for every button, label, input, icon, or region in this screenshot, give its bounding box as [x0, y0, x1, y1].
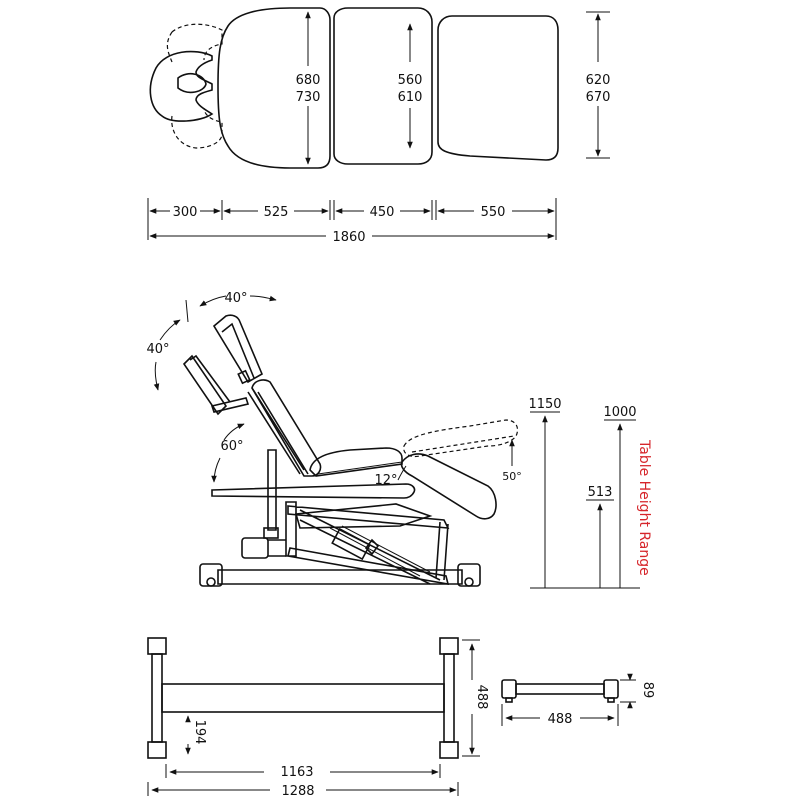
base-rail: [217, 569, 463, 585]
angle-seat: 12°: [374, 473, 397, 488]
backrest: [251, 379, 322, 477]
foot-height: 194: [192, 720, 207, 745]
angle-headrest-side: 40°: [146, 342, 169, 357]
table-height-range-label: Table Height Range: [636, 439, 652, 576]
height-min: 513: [588, 485, 613, 500]
length-headrest: 300: [173, 205, 198, 220]
face-cradle-alt: [166, 23, 223, 149]
base-depth: 488: [474, 685, 489, 710]
base-view: 488 194 1163 1288 89 488: [147, 637, 655, 799]
headrest-pad-tilted: [182, 354, 231, 416]
seat-section-height-alt: 610: [398, 90, 423, 105]
head-section-height-alt: 730: [296, 90, 321, 105]
inner-length: 1163: [280, 765, 313, 780]
armrest: [211, 483, 416, 499]
angle-headrest-top: 40°: [224, 291, 247, 306]
length-leg: 550: [481, 205, 506, 220]
face-cradle-opening: [177, 72, 207, 94]
end-width: 488: [548, 712, 573, 727]
headrest-pad: [212, 314, 264, 384]
side-view: 40° 40° 60° 12° 50°: [146, 291, 652, 589]
height-max: 1150: [528, 397, 561, 412]
angle-armrest: 60°: [220, 439, 243, 454]
seat: [309, 447, 403, 477]
top-view: 680 730 560 610 620 670 300 525 450 550: [147, 7, 611, 245]
length-total: 1860: [332, 230, 365, 245]
length-seat: 450: [370, 205, 395, 220]
leg-section: [437, 15, 559, 161]
head-section-height: 680: [296, 73, 321, 88]
face-cradle: [149, 50, 214, 122]
foot-section-height-alt: 670: [586, 90, 611, 105]
total-length: 1288: [281, 784, 314, 799]
height-top: 1000: [603, 405, 636, 420]
seat-section-height: 560: [398, 73, 423, 88]
leg-rest-raised: [403, 419, 519, 458]
leg-rest: [400, 453, 497, 520]
foot-section-height: 620: [586, 73, 611, 88]
seat-section: [333, 7, 433, 165]
back-section: [217, 7, 331, 169]
end-height: 89: [640, 682, 655, 699]
angle-leg: 50°: [502, 470, 522, 483]
length-back: 525: [264, 205, 289, 220]
